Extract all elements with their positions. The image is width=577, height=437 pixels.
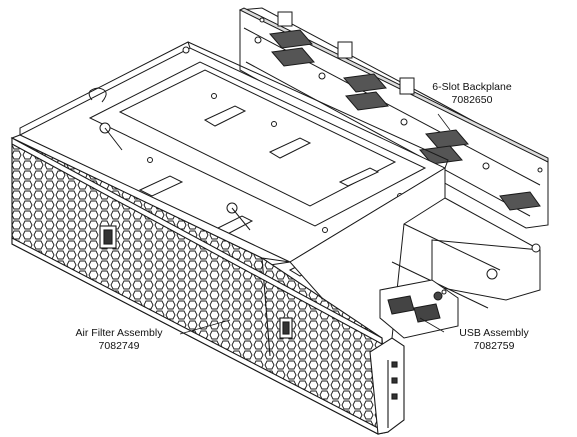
backplane-name: 6-Slot Backplane (432, 81, 512, 93)
usb-assembly (379, 279, 459, 339)
air-filter-part-number: 7082749 (98, 340, 140, 352)
air-filter-assembly (10, 134, 405, 435)
usb-part-number: 7082759 (473, 340, 515, 352)
backplane-part-number: 7082650 (451, 94, 493, 106)
backplane-connector (419, 129, 469, 165)
leader-lines (179, 113, 451, 335)
backplane-connector (343, 73, 389, 111)
air-filter-name: Air Filter Assembly (75, 327, 163, 339)
usb-callout: USB Assembly 7082759 (444, 327, 544, 353)
usb-name: USB Assembly (459, 327, 529, 339)
backplane-connector (269, 29, 315, 67)
backplane-callout: 6-Slot Backplane 7082650 (418, 81, 526, 107)
chassis-tray (18, 41, 541, 361)
backplane-board (238, 7, 549, 229)
air-filter-callout: Air Filter Assembly 7082749 (56, 327, 182, 353)
backplane-connector (499, 191, 541, 211)
